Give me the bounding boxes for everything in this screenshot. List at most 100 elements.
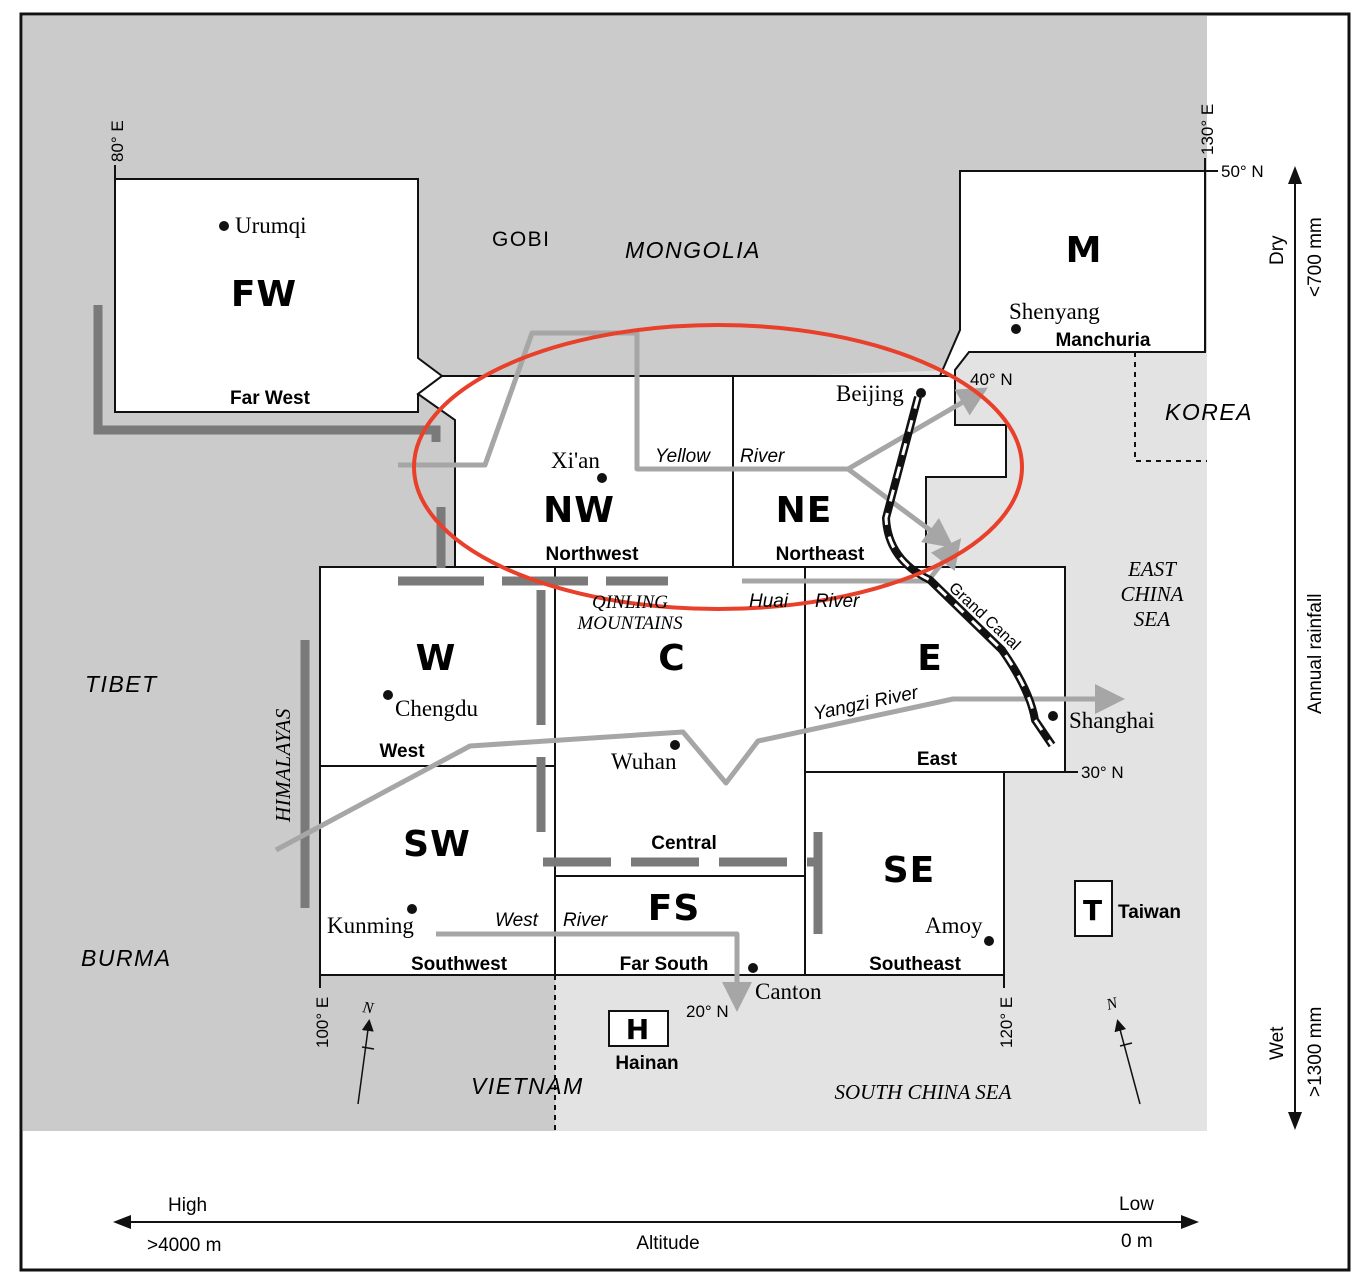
label-130e: 130° E (1198, 104, 1217, 155)
city-dot-canton (748, 963, 758, 973)
label-80e: 80° E (108, 120, 127, 162)
label-huai-river-2: River (815, 591, 860, 612)
region-southeast (804, 771, 1005, 976)
city-dot-beijing (916, 388, 926, 398)
label-west-river-1: West (495, 910, 539, 931)
region-name-c: Central (651, 833, 716, 854)
region-name-fw: Far West (230, 388, 311, 409)
label-120e: 120° E (997, 997, 1016, 1048)
city-dot-kunming (407, 904, 417, 914)
label-huai-river-1: Huai (749, 591, 789, 612)
region-name-ne: Northeast (776, 544, 865, 565)
region-code-w: W (416, 638, 457, 679)
place-vietnam: VIETNAM (471, 1073, 584, 1099)
region-name-fs: Far South (620, 954, 709, 975)
place-east-china-sea-1: EAST (1127, 557, 1177, 581)
city-amoy: Amoy (925, 913, 983, 938)
city-xian: Xi'an (551, 448, 600, 473)
region-manchuria (938, 170, 1206, 377)
altitude-right-label: Low (1119, 1194, 1154, 1215)
place-east-china-sea-2: CHINA (1121, 582, 1184, 606)
city-canton: Canton (755, 979, 822, 1004)
region-code-sw: SW (403, 824, 471, 865)
label-100e: 100° E (313, 997, 332, 1048)
label-yellow-river-1: Yellow (655, 446, 711, 467)
label-west-river-2: River (563, 910, 608, 931)
north-arrow-left (357, 1019, 374, 1105)
place-himalayas: HIMALAYAS (271, 708, 295, 823)
city-wuhan: Wuhan (611, 749, 677, 774)
city-dot-wuhan (670, 740, 680, 750)
city-dot-shanghai (1048, 711, 1058, 721)
region-code-e: E (917, 638, 943, 679)
rainfall-top-label: Dry (1267, 235, 1288, 265)
city-dot-shenyang (1011, 324, 1021, 334)
place-gobi: GOBI (492, 228, 551, 251)
region-far-south (554, 875, 806, 976)
altitude-axis-arrow-right (1181, 1215, 1199, 1229)
west-river (436, 931, 752, 1012)
city-dot-amoy (984, 936, 994, 946)
yangzi-river (274, 684, 1125, 853)
rainfall-bottom-value: >1300 mm (1305, 1007, 1326, 1097)
north-arrow-right-crossbar (1119, 1042, 1133, 1047)
city-dot-xian (597, 473, 607, 483)
place-mongolia: MONGOLIA (625, 237, 761, 263)
region-name-se: Southeast (869, 954, 962, 975)
region-code-fw: FW (231, 274, 297, 315)
region-name-e: East (917, 749, 958, 770)
city-dot-urumqi (219, 221, 229, 231)
region-code-t: T (1083, 894, 1103, 927)
city-shanghai: Shanghai (1069, 708, 1155, 733)
region-name-nw: Northwest (546, 544, 640, 565)
region-code-m: M (1066, 230, 1103, 271)
yellow-river-old-course (846, 466, 955, 548)
highlight-ellipse (412, 323, 1024, 611)
region-code-nw: NW (543, 490, 615, 531)
region-code-c: C (658, 638, 685, 679)
region-southwest (319, 765, 556, 976)
region-east (804, 566, 1066, 773)
region-code-fs: FS (648, 888, 701, 929)
grand-canal-inner (884, 396, 1054, 746)
label-yellow-river-2: River (740, 446, 785, 467)
north-label-left: N (360, 999, 375, 1018)
city-beijing: Beijing (836, 381, 904, 406)
city-kunming: Kunming (327, 913, 414, 938)
region-name-t: Taiwan (1118, 902, 1181, 923)
region-code-se: SE (883, 850, 936, 891)
label-20n: 20° N (686, 1002, 729, 1021)
city-dot-chengdu (383, 690, 393, 700)
place-korea: KOREA (1165, 399, 1253, 425)
altitude-left-label: High (168, 1195, 207, 1216)
altitude-left-value: >4000 m (147, 1235, 221, 1256)
rainfall-top-value: <700 mm (1305, 217, 1326, 297)
region-taiwan (1074, 880, 1113, 937)
mountain-range-far-west (93, 305, 441, 442)
rainfall-axis-arrow-down (1288, 1112, 1302, 1130)
region-name-w: West (379, 741, 425, 762)
region-central (554, 566, 806, 877)
place-burma: BURMA (81, 945, 172, 971)
north-arrow-right (1114, 1019, 1141, 1105)
region-name-h: Hainan (615, 1053, 678, 1074)
place-tibet: TIBET (85, 671, 158, 697)
label-50n: 50° N (1221, 162, 1264, 181)
rainfall-axis-arrow-up (1288, 166, 1302, 184)
place-qinling-1: QINLING (592, 592, 668, 613)
label-40n: 40° N (970, 370, 1013, 389)
region-name-sw: Southwest (411, 954, 508, 975)
city-urumqi: Urumqi (235, 213, 307, 238)
north-arrow-left-crossbar (361, 1046, 375, 1050)
place-east-china-sea-3: SEA (1134, 607, 1170, 631)
region-hainan (608, 1010, 669, 1047)
place-south-china-sea: SOUTH CHINA SEA (835, 1080, 1012, 1104)
altitude-title: Altitude (636, 1233, 699, 1254)
altitude-right-value: 0 m (1121, 1231, 1153, 1252)
region-name-m: Manchuria (1055, 330, 1150, 351)
rainfall-title: Annual rainfall (1305, 594, 1326, 714)
place-qinling-2: MOUNTAINS (576, 613, 683, 634)
rainfall-bottom-label: Wet (1267, 1026, 1288, 1060)
city-chengdu: Chengdu (395, 696, 479, 721)
